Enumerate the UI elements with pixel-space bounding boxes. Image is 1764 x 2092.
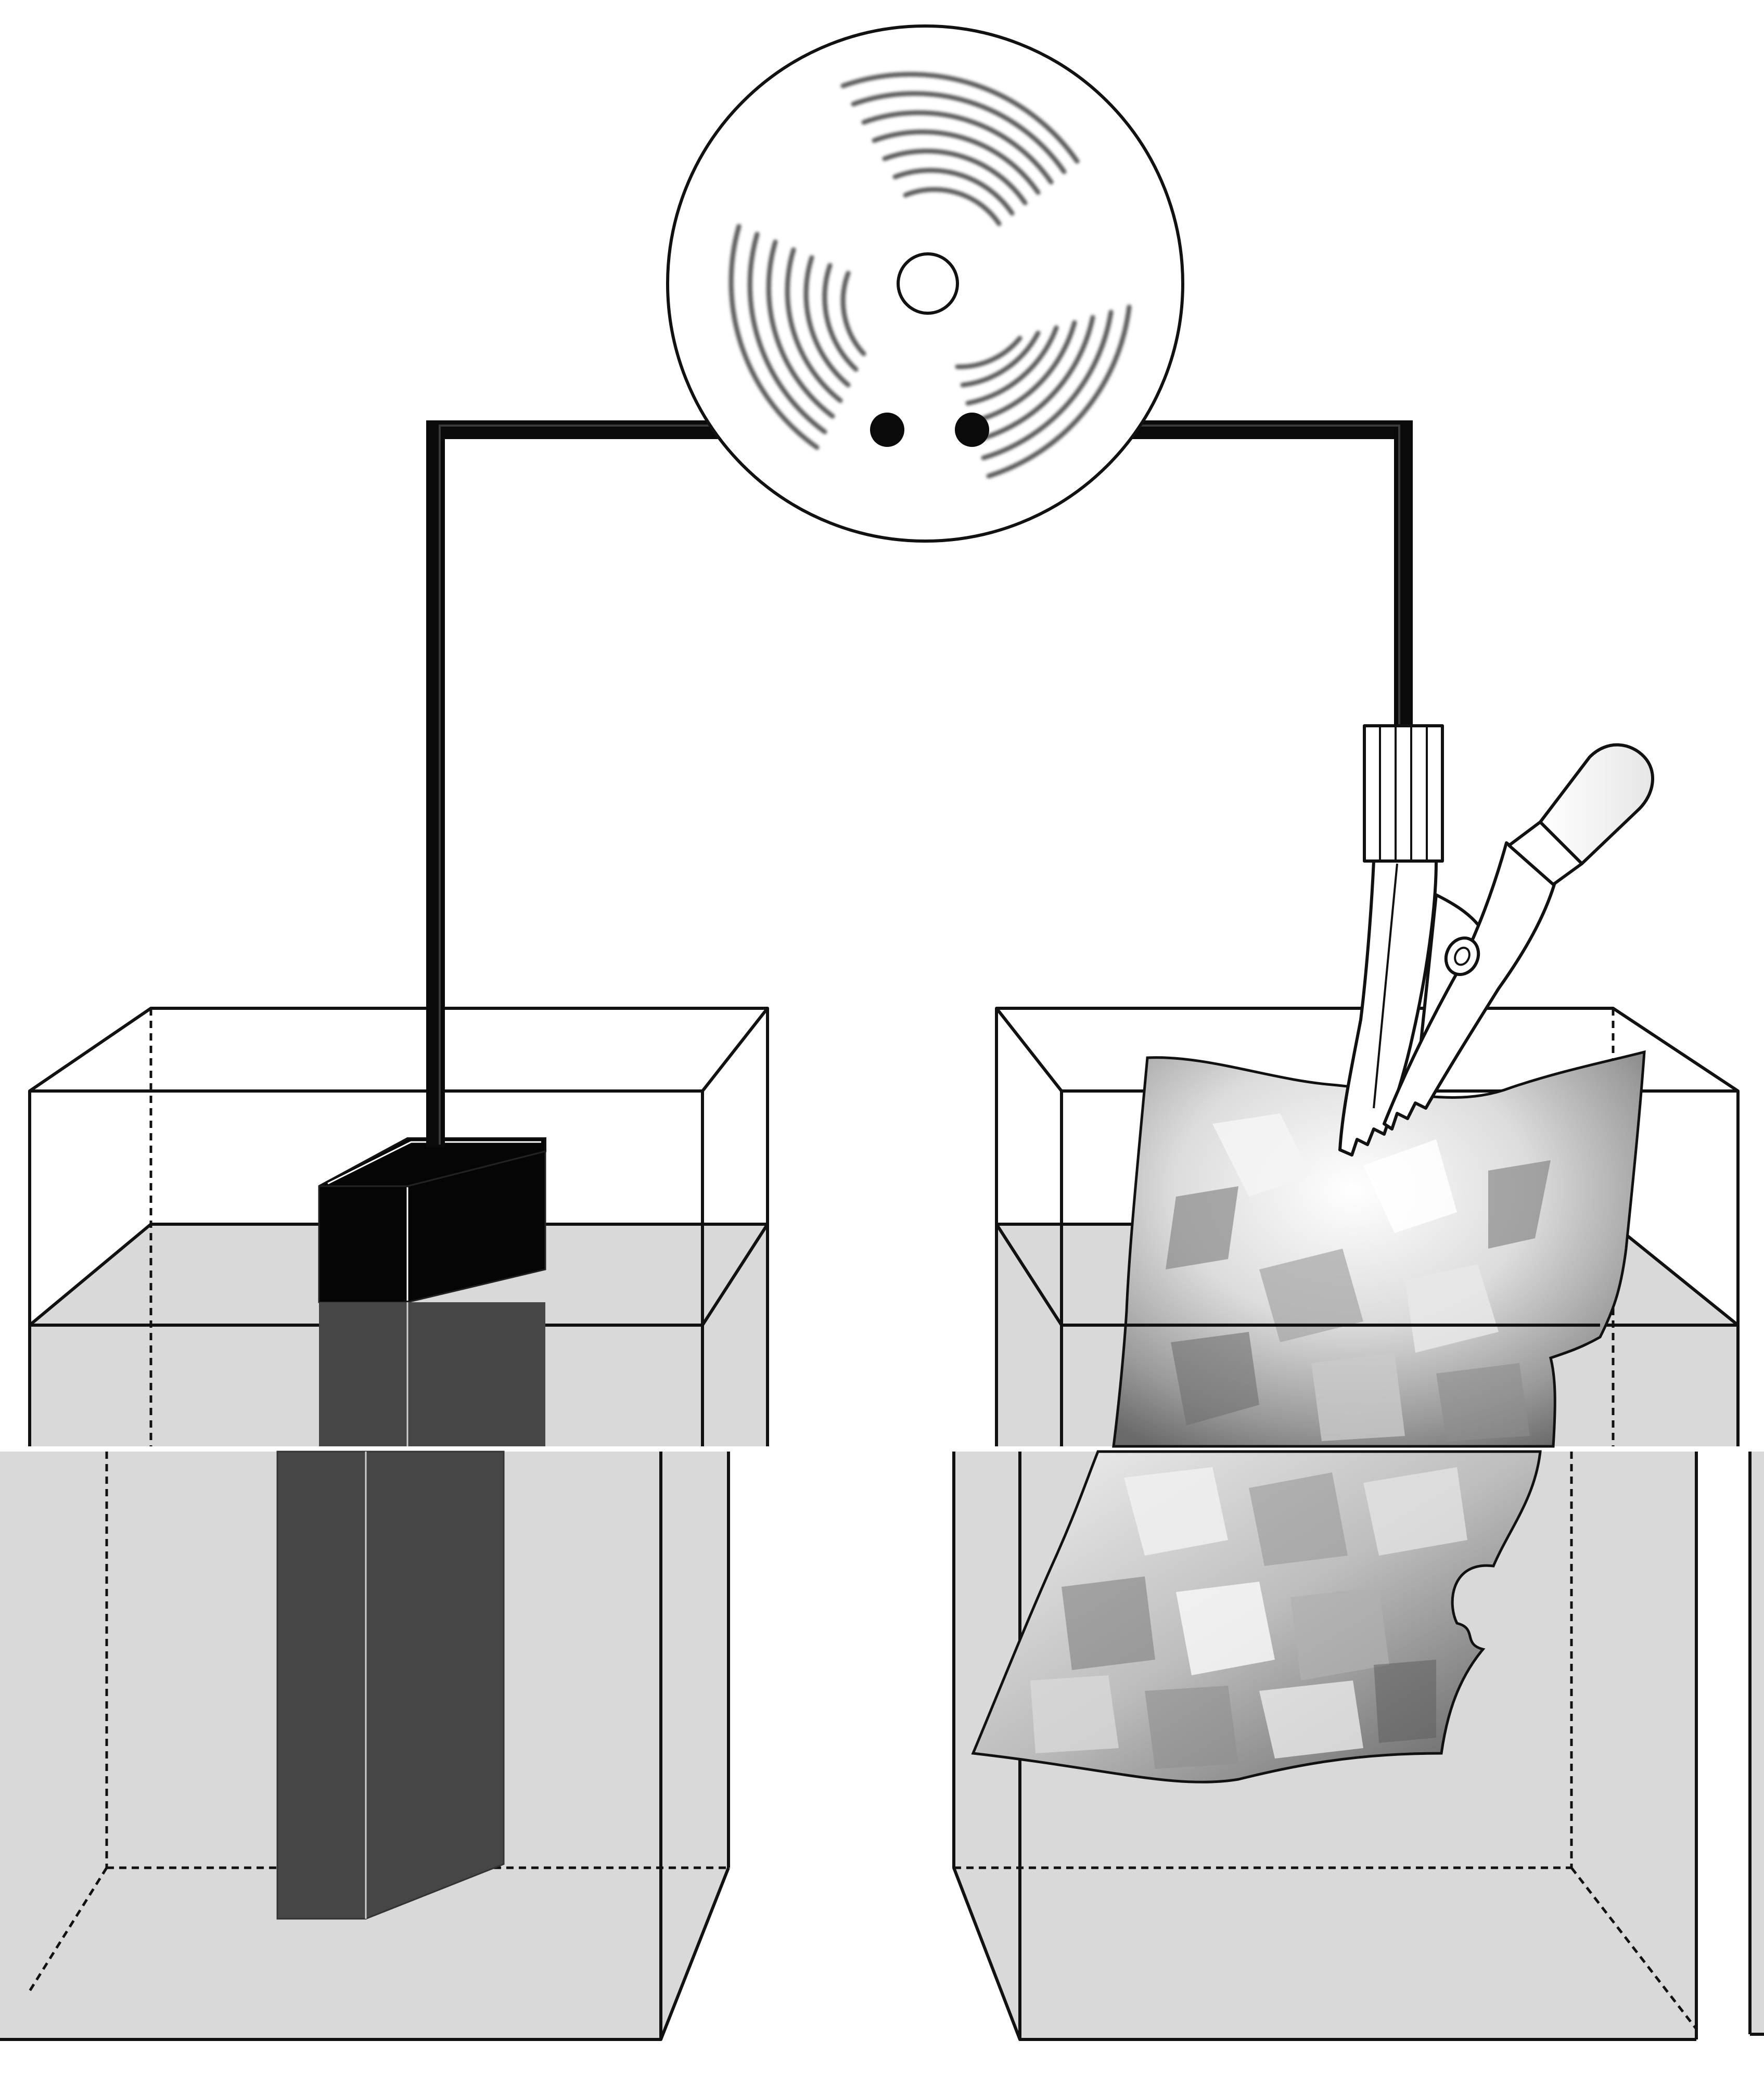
clip-lower-jaw <box>1338 859 1438 1157</box>
wire-left <box>426 420 887 1147</box>
crumpled-foil <box>971 1050 1646 1783</box>
foil-facets-lower <box>1030 1467 1467 1769</box>
beaker-left <box>0 1007 769 2041</box>
clip-collar <box>1363 724 1444 863</box>
clip-collar-ribs <box>1379 726 1428 861</box>
meter <box>666 24 1184 543</box>
liquid-side-upper-left <box>702 1224 768 1446</box>
meter-stripes <box>728 72 1132 479</box>
electrode-submerged-upper <box>319 1302 545 1446</box>
tank-left-hidden-edges <box>27 1008 728 1994</box>
liquid-edge-sliver <box>1750 1452 1764 2034</box>
clip-handle <box>1539 743 1654 865</box>
meter-hub <box>897 252 959 315</box>
meter-terminal-right <box>955 413 989 447</box>
electrode-front-dry <box>318 1185 408 1303</box>
alligator-clip <box>1338 724 1654 1157</box>
dark-electrode <box>276 1137 546 1920</box>
foil-facets-upper <box>1166 1113 1551 1441</box>
electrode-submerged-lower <box>276 1451 505 1920</box>
meter-terminal-left <box>870 413 904 447</box>
tank-left-outline <box>0 1007 769 2041</box>
beaker-right <box>952 1007 1764 2041</box>
